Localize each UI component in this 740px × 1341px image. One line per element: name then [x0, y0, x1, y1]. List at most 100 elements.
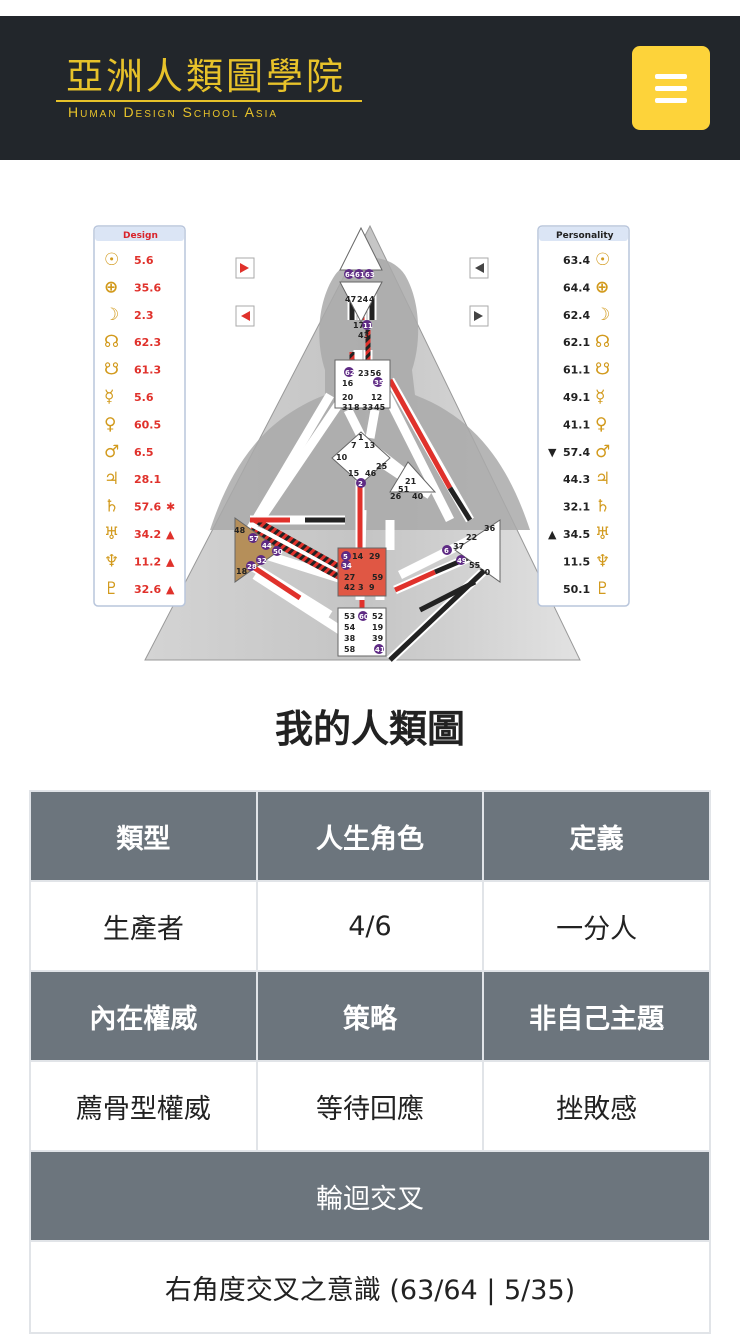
- design-value: 34.2: [134, 528, 161, 541]
- logo-english[interactable]: Human Design School Asia: [68, 104, 279, 120]
- svg-text:23: 23: [358, 369, 369, 378]
- design-value: 62.3: [134, 336, 161, 349]
- personality-planet-icon: ☋: [595, 360, 610, 380]
- svg-text:55: 55: [469, 561, 481, 570]
- svg-text:4: 4: [369, 295, 375, 304]
- personality-planet-icon: ☉: [595, 250, 610, 270]
- solar-plexus-center: [454, 519, 501, 583]
- svg-text:47: 47: [345, 295, 356, 304]
- top-cropped-strip: [0, 0, 740, 16]
- design-planet-icon: ☿: [104, 387, 114, 407]
- design-planet-icon: ♆: [104, 551, 119, 571]
- logo-chinese[interactable]: 亞洲人類圖學院: [66, 55, 346, 98]
- personality-value: 34.5: [563, 528, 590, 541]
- svg-text:33: 33: [362, 403, 373, 412]
- design-mark: ▲: [166, 583, 175, 596]
- design-value: 61.3: [134, 364, 161, 377]
- svg-text:20: 20: [342, 393, 354, 402]
- svg-text:40: 40: [412, 492, 424, 501]
- design-mark: ✱: [166, 501, 175, 514]
- table-header-row: 輪迴交叉: [29, 1150, 711, 1242]
- personality-value: 62.4: [563, 309, 590, 322]
- personality-planet-icon: ☽: [595, 305, 610, 325]
- chart-info-table: 類型 人生角色 定義 生產者 4/6 一分人 內在權威 策略 非自己主題 薦骨型…: [29, 790, 711, 1334]
- svg-text:29: 29: [369, 552, 381, 561]
- svg-text:11: 11: [363, 322, 373, 330]
- personality-planet-icon: ♃: [595, 469, 610, 489]
- svg-text:2: 2: [358, 480, 363, 488]
- svg-text:5: 5: [343, 553, 348, 561]
- site-header: 亞洲人類圖學院 Human Design School Asia: [0, 16, 740, 160]
- personality-planet-icon: ☊: [595, 332, 610, 352]
- svg-text:36: 36: [484, 524, 496, 533]
- svg-text:61: 61: [355, 271, 365, 279]
- svg-text:28: 28: [247, 563, 257, 571]
- design-title: Design: [123, 231, 158, 241]
- personality-planet-icon: ♆: [595, 551, 610, 571]
- design-planet-icon: ♀: [104, 414, 116, 434]
- personality-value: 11.5: [563, 555, 590, 568]
- svg-text:18: 18: [236, 567, 248, 576]
- profile-value: 4/6: [255, 880, 485, 972]
- ego-center: [389, 461, 437, 493]
- svg-text:27: 27: [344, 573, 355, 582]
- table-value-row: 右角度交叉之意識 (63/64 | 5/35): [29, 1240, 711, 1334]
- design-value: 2.3: [134, 309, 154, 322]
- table-value-row: 薦骨型權威 等待回應 挫敗感: [29, 1060, 711, 1152]
- svg-text:10: 10: [336, 453, 348, 462]
- table-value-row: 生產者 4/6 一分人: [29, 880, 711, 972]
- personality-value: 41.1: [563, 418, 590, 431]
- svg-text:8: 8: [354, 403, 360, 412]
- personality-value: 63.4: [563, 254, 590, 267]
- design-value: 5.6: [134, 254, 154, 267]
- svg-text:1: 1: [358, 433, 364, 442]
- personality-planet-icon: ♇: [595, 579, 610, 599]
- personality-planet-icon: ⊕: [595, 277, 609, 297]
- personality-value: 44.3: [563, 473, 590, 486]
- svg-text:52: 52: [372, 612, 383, 621]
- personality-panel: Personality 63.4☉64.4⊕62.4☽62.1☊61.1☋49.…: [537, 225, 630, 607]
- design-panel: Design ☉5.6⊕35.6☽2.3☊62.3☋61.3☿5.6♀60.5♂…: [93, 225, 186, 607]
- svg-text:58: 58: [344, 645, 356, 654]
- logo-underline: [56, 100, 362, 102]
- design-planet-icon: ☊: [104, 332, 119, 352]
- design-planet-icon: ☽: [104, 305, 119, 325]
- table-header-row: 類型 人生角色 定義: [29, 790, 711, 882]
- strategy-value: 等待回應: [255, 1060, 485, 1152]
- design-value: 5.6: [134, 391, 154, 404]
- personality-mark: ▼: [548, 446, 557, 459]
- menu-button[interactable]: [632, 46, 710, 130]
- svg-text:15: 15: [348, 469, 360, 478]
- svg-text:21: 21: [405, 477, 417, 486]
- design-value: 35.6: [134, 281, 161, 294]
- svg-text:43: 43: [358, 331, 369, 340]
- design-planet-icon: ♃: [104, 469, 119, 489]
- svg-text:17: 17: [353, 321, 364, 330]
- svg-text:42: 42: [344, 583, 355, 592]
- design-mark: ▲: [166, 528, 175, 541]
- svg-text:63: 63: [365, 271, 375, 279]
- svg-text:64: 64: [345, 271, 355, 279]
- design-planet-icon: ⊕: [104, 277, 118, 297]
- svg-text:50: 50: [273, 548, 283, 556]
- svg-text:51: 51: [398, 485, 410, 494]
- personality-value: 62.1: [563, 336, 590, 349]
- svg-text:60: 60: [359, 613, 369, 621]
- personality-planet-icon: ♂: [595, 442, 610, 462]
- svg-text:32: 32: [257, 557, 267, 565]
- svg-text:37: 37: [453, 542, 464, 551]
- svg-text:14: 14: [352, 552, 364, 561]
- authority-header: 內在權威: [29, 970, 258, 1062]
- svg-text:53: 53: [344, 612, 355, 621]
- personality-planet-icon: ☿: [595, 387, 605, 407]
- design-value: 6.5: [134, 446, 154, 459]
- design-planet-icon: ☋: [104, 360, 119, 380]
- personality-value: 64.4: [563, 281, 590, 294]
- svg-text:54: 54: [344, 623, 356, 632]
- personality-value: 32.1: [563, 501, 590, 514]
- svg-text:31: 31: [342, 403, 354, 412]
- profile-header: 人生角色: [255, 790, 485, 882]
- ajna-center: [339, 281, 383, 324]
- strategy-header: 策略: [255, 970, 485, 1062]
